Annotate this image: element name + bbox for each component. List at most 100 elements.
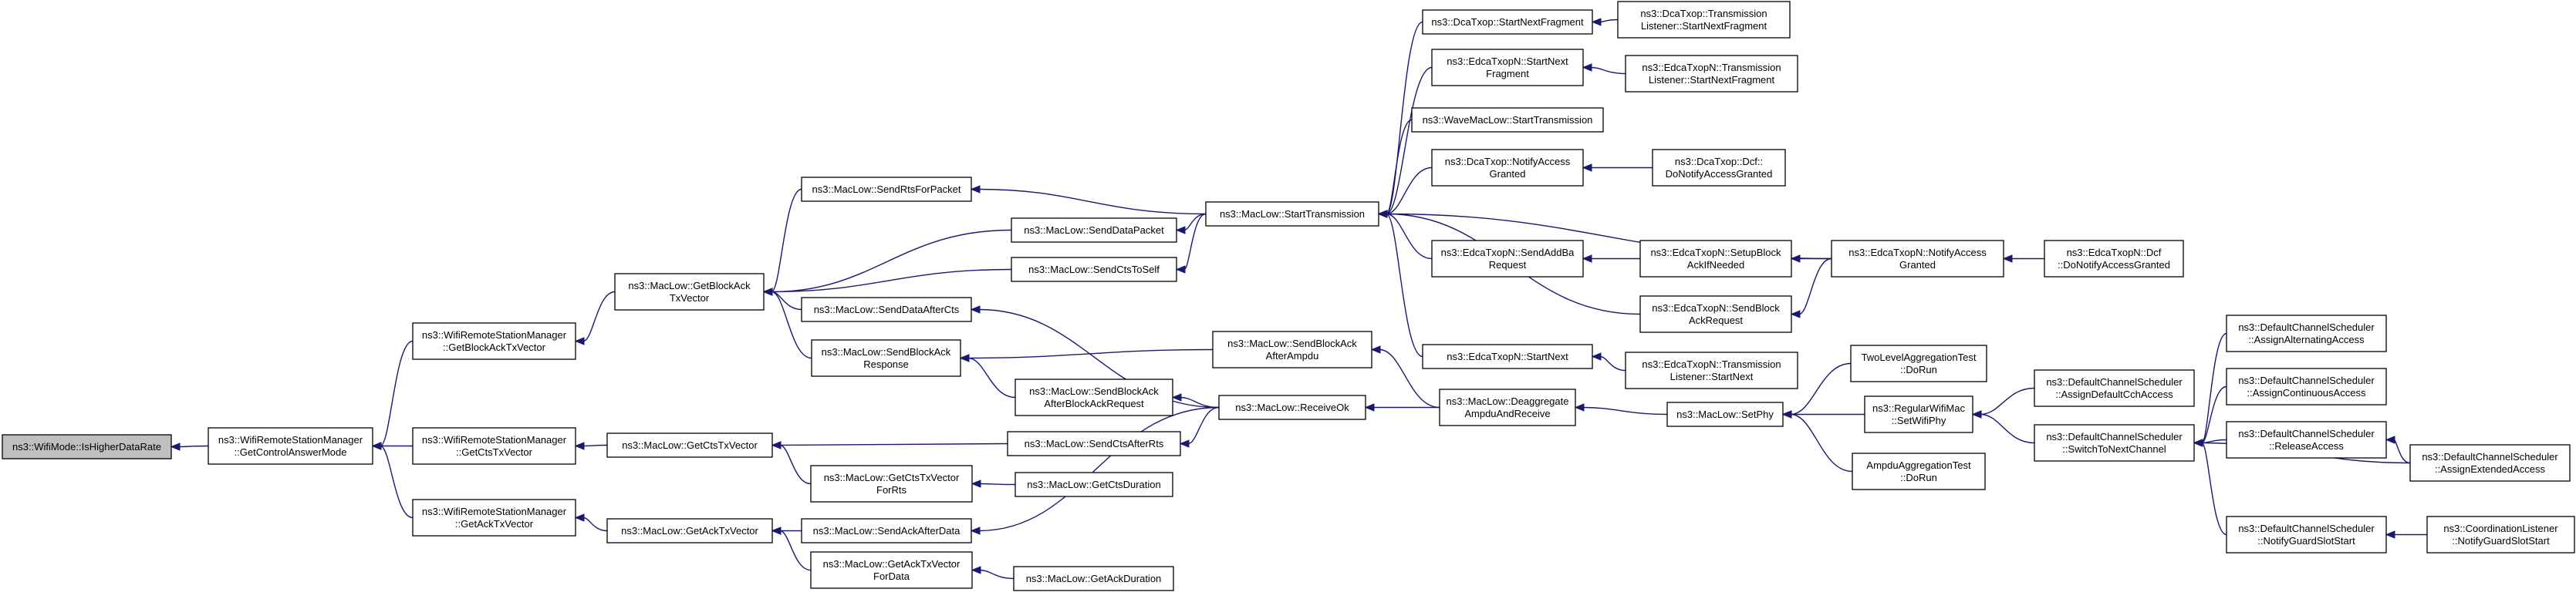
node-label: ns3::MacLow::SendBlockAck: [1227, 338, 1357, 349]
node-label: ns3::RegularWifiMac: [1872, 402, 1965, 414]
node-label: Listener::StartNextFragment: [1641, 20, 1767, 32]
node-box: [412, 322, 576, 360]
function-node[interactable]: ns3::MacLow::StartTransmission: [1205, 201, 1379, 227]
node-label: ns3::MacLow::Deaggregate: [1447, 395, 1569, 407]
function-node[interactable]: ns3::MacLow::GetCtsTxVector: [606, 432, 773, 458]
function-node[interactable]: ns3::EdcaTxopN::TransmissionListener::St…: [1625, 352, 1798, 389]
node-label: ns3::EdcaTxopN::Dcf: [2067, 247, 2162, 258]
function-node[interactable]: ns3::EdcaTxopN::StartNext: [1422, 344, 1593, 369]
arrowhead: [762, 288, 773, 296]
node-label: ns3::WifiMode::IsHigherDataRate: [12, 441, 161, 453]
function-node[interactable]: ns3::DefaultChannelScheduler::AssignDefa…: [2034, 369, 2195, 407]
node-label: ns3::MacLow::GetAckTxVector: [621, 525, 758, 537]
arrowhead: [1171, 393, 1182, 402]
function-node[interactable]: ns3::MacLow::ReceiveOk: [1218, 395, 1366, 420]
call-edge: [967, 348, 1214, 359]
function-node[interactable]: ns3::WifiRemoteStationManager::GetContro…: [208, 427, 373, 465]
node-label: AmpduAndReceive: [1464, 408, 1550, 419]
arrowhead: [2193, 439, 2203, 447]
node-box: [1666, 402, 1784, 427]
call-edge: [978, 188, 1207, 215]
call-edge: [1590, 66, 1626, 75]
node-box: [606, 518, 773, 543]
function-node[interactable]: ns3::DcaTxop::TransmissionListener::Star…: [1617, 1, 1791, 39]
function-node[interactable]: ns3::DcaTxop::NotifyAccessGranted: [1431, 149, 1584, 187]
function-node[interactable]: ns3::MacLow::SendCtsToSelf: [1011, 257, 1177, 282]
function-node[interactable]: ns3::MacLow::SetPhy: [1666, 402, 1784, 427]
function-node[interactable]: ns3::DefaultChannelScheduler::ReleaseAcc…: [2226, 421, 2387, 459]
function-node[interactable]: ns3::EdcaTxopN::NotifyAccessGranted: [1831, 240, 2004, 278]
function-node[interactable]: ns3::EdcaTxopN::TransmissionListener::St…: [1625, 55, 1798, 93]
call-edge: [2201, 442, 2227, 536]
function-node[interactable]: ns3::MacLow::SendDataPacket: [1011, 217, 1177, 243]
function-node[interactable]: ns3::WifiRemoteStationManager::GetAckTxV…: [412, 499, 576, 537]
node-label: ns3::DefaultChannelScheduler: [2238, 428, 2375, 439]
node-label: ns3::CoordinationListener: [2443, 523, 2558, 534]
node-label: ::NotifyGuardSlotStart: [2257, 535, 2355, 547]
node-label: Response: [863, 358, 909, 370]
function-node[interactable]: ns3::MacLow::GetAckDuration: [1013, 566, 1174, 591]
function-node[interactable]: ns3::WifiMode::IsHigherDataRate: [2, 434, 172, 459]
function-node[interactable]: ns3::EdcaTxopN::StartNextFragment: [1431, 49, 1584, 86]
node-label: ns3::MacLow::SendBlockAck: [822, 346, 951, 358]
arrowhead: [1582, 163, 1592, 172]
function-node[interactable]: ns3::MacLow::SendAckAfterData: [801, 518, 972, 543]
arrowhead: [971, 480, 981, 488]
call-edge: [1379, 348, 1440, 409]
function-node[interactable]: ns3::DefaultChannelScheduler::NotifyGuar…: [2226, 516, 2387, 554]
function-node[interactable]: TwoLevelAggregationTest::DoRun: [1850, 345, 1987, 382]
node-label: ns3::MacLow::ReceiveOk: [1235, 402, 1349, 413]
function-node[interactable]: ns3::EdcaTxopN::Dcf::DoNotifyAccessGrant…: [2044, 240, 2184, 278]
function-node[interactable]: ns3::WifiRemoteStationManager::GetBlockA…: [412, 322, 576, 360]
function-node[interactable]: ns3::MacLow::SendCtsAfterRts: [1007, 431, 1181, 456]
function-node[interactable]: ns3::MacLow::SendDataAfterCts: [801, 297, 972, 322]
call-edge: [380, 340, 414, 447]
function-node[interactable]: ns3::MacLow::SendBlockAckAfterBlockAckRe…: [1015, 379, 1173, 416]
call-edge: [1386, 167, 1433, 215]
node-box: [1864, 395, 1973, 433]
function-node[interactable]: ns3::MacLow::GetAckTxVector: [606, 518, 773, 543]
function-node[interactable]: ns3::RegularWifiMac::SetWifiPhy: [1864, 395, 1973, 433]
function-node[interactable]: ns3::CoordinationListener::NotifyGuardSl…: [2426, 516, 2575, 554]
node-label: ns3::DcaTxop::NotifyAccess: [1445, 156, 1571, 167]
node-box: [1431, 240, 1584, 278]
node-label: ns3::MacLow::GetBlockAck: [628, 280, 751, 291]
node-label: ns3::WaveMacLow::StartTransmission: [1423, 114, 1593, 126]
node-box: [1850, 345, 1987, 382]
node-box: [1625, 352, 1798, 389]
function-node[interactable]: ns3::WaveMacLow::StartTransmission: [1411, 107, 1604, 133]
node-label: ::ReleaseAccess: [2269, 440, 2344, 452]
function-node[interactable]: ns3::MacLow::SendRtsForPacket: [801, 177, 972, 202]
node-box: [1625, 55, 1798, 93]
node-label: Listener::StartNext: [1670, 371, 1754, 382]
function-node[interactable]: ns3::MacLow::GetBlockAckTxVector: [614, 273, 765, 311]
node-box: [1218, 395, 1366, 420]
function-node[interactable]: ns3::DefaultChannelScheduler::AssignCont…: [2226, 368, 2387, 406]
node-label: ns3::WifiRemoteStationManager: [422, 506, 567, 517]
node-box: [2226, 421, 2387, 459]
function-node[interactable]: AmpduAggregationTest::DoRun: [1852, 453, 1986, 490]
function-node[interactable]: ns3::DcaTxop::Dcf::DoNotifyAccessGranted: [1652, 149, 1786, 187]
call-edge: [1599, 355, 1626, 372]
node-box: [412, 499, 576, 537]
function-node[interactable]: ns3::DefaultChannelScheduler::AssignAlte…: [2226, 315, 2387, 352]
node-box: [2034, 369, 2195, 407]
function-node[interactable]: ns3::WifiRemoteStationManager::GetCtsTxV…: [412, 427, 576, 465]
call-edge: [1386, 119, 1413, 215]
function-node[interactable]: ns3::DefaultChannelScheduler::AssignExte…: [2409, 444, 2571, 482]
function-node[interactable]: ns3::DcaTxop::StartNextFragment: [1422, 9, 1593, 35]
node-label: ::SetWifiPhy: [1892, 415, 1946, 426]
function-node[interactable]: ns3::DefaultChannelScheduler::SwitchToNe…: [2034, 424, 2195, 462]
arrowhead: [1175, 265, 1186, 274]
function-node[interactable]: ns3::MacLow::GetCtsDuration: [1015, 472, 1173, 497]
node-label: TwoLevelAggregationTest: [1862, 352, 1977, 363]
